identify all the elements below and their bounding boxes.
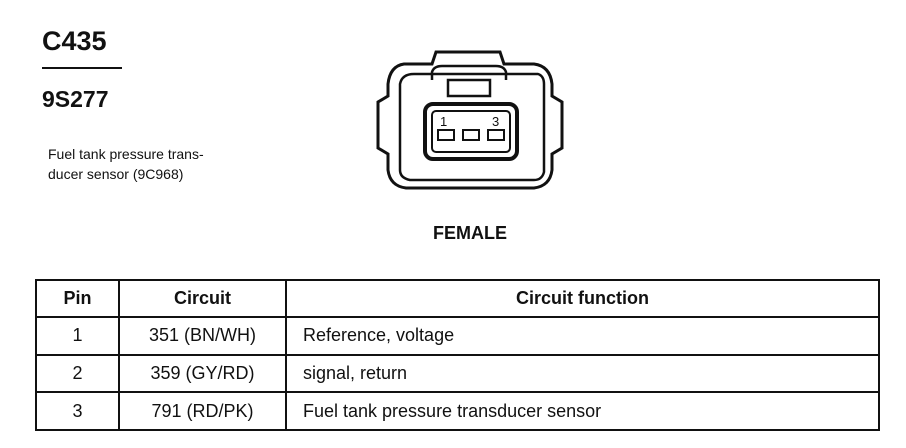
cell-circuit: 359 (GY/RD) xyxy=(118,353,287,394)
pinout-table: Pin Circuit Circuit function 1 351 (BN/W… xyxy=(35,279,880,431)
cell-pin: 3 xyxy=(35,391,120,431)
pin-terminal-2 xyxy=(462,129,480,141)
connector-face-diagram: 1 3 xyxy=(376,50,564,190)
cell-circuit-function: Reference, voltage xyxy=(285,316,880,356)
pin-label-first: 1 xyxy=(440,114,447,129)
part-number: 9S277 xyxy=(42,86,109,112)
locking-tab xyxy=(430,64,508,80)
cell-circuit-function: signal, return xyxy=(285,353,880,394)
cell-pin: 2 xyxy=(35,353,120,394)
pin-label-last: 3 xyxy=(492,114,499,129)
table-row: 2 359 (GY/RD) signal, return xyxy=(35,353,880,394)
locking-tab-slot xyxy=(446,78,492,98)
table-row: 3 791 (RD/PK) Fuel tank pressure transdu… xyxy=(35,391,880,431)
cell-circuit: 351 (BN/WH) xyxy=(118,316,287,356)
terminal-cavity xyxy=(423,102,519,161)
table-row: 1 351 (BN/WH) Reference, voltage xyxy=(35,316,880,356)
table-header-row: Pin Circuit Circuit function xyxy=(35,279,880,318)
connector-id: C435 xyxy=(42,26,107,56)
connector-inner-housing xyxy=(398,72,546,182)
component-description: Fuel tank pressure trans- ducer sensor (… xyxy=(48,146,204,182)
header-pin: Pin xyxy=(35,279,120,318)
connector-gender-label: FEMALE xyxy=(433,223,507,243)
cell-pin: 1 xyxy=(35,316,120,356)
cell-circuit-function: Fuel tank pressure transducer sensor xyxy=(285,391,880,431)
title-underline xyxy=(42,67,122,69)
pin-terminal-1 xyxy=(437,129,455,141)
header-circuit: Circuit xyxy=(118,279,287,318)
header-circuit-function: Circuit function xyxy=(285,279,880,318)
terminal-cavity-inner xyxy=(431,110,511,153)
cell-circuit: 791 (RD/PK) xyxy=(118,391,287,431)
pin-terminal-3 xyxy=(487,129,505,141)
connector-outer-housing xyxy=(376,50,564,190)
